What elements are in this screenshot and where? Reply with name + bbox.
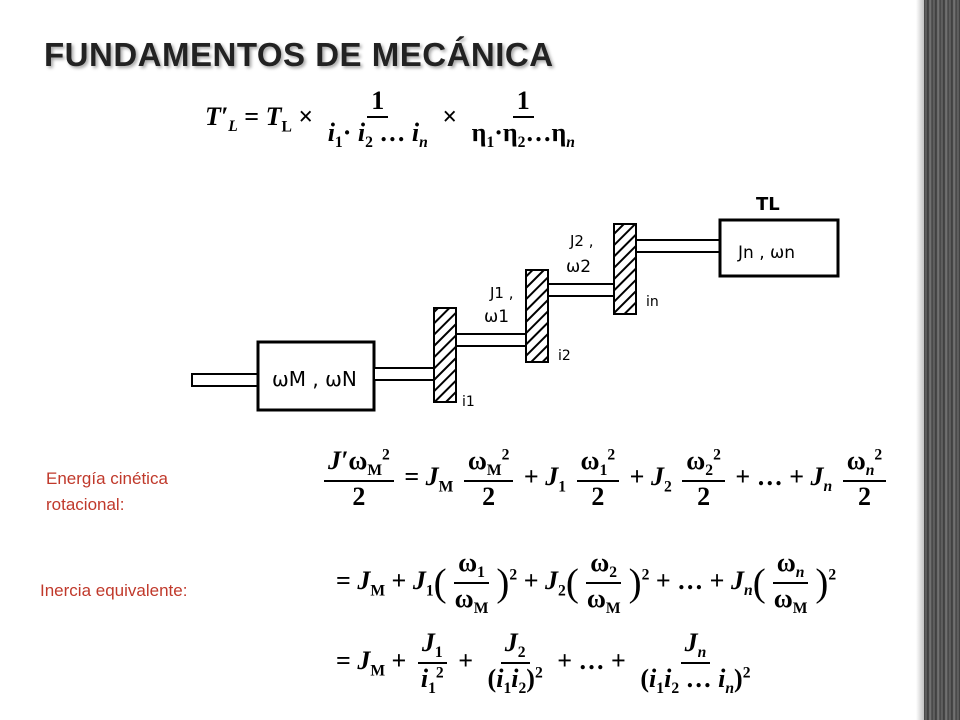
- shaft-2: [547, 283, 615, 297]
- shaft-1-j-label: J1 ,: [489, 284, 514, 302]
- gear-1-label: i1: [462, 394, 475, 410]
- kinetic-energy-label: Energía cinética rotacional:: [46, 469, 168, 514]
- shaft-1: [455, 333, 527, 347]
- equivalent-inertia-label: Inercia equivalente:: [40, 581, 188, 600]
- shaft-0: [373, 367, 435, 381]
- shaft-2-w-label: ω2: [566, 257, 591, 277]
- gear-n-label: in: [646, 294, 659, 310]
- gear-1: [433, 307, 457, 403]
- motor-shaft: [191, 373, 259, 387]
- slide-title: FUNDAMENTOS DE MECÁNICA: [44, 36, 554, 73]
- gear-2: [525, 269, 549, 363]
- load-box: [718, 218, 840, 278]
- gear-train-diagram: ωM , ωN i1 J1 , ω1 i2 J2 , ω2 in Jn , ωn…: [191, 194, 840, 412]
- gear-2-label: i2: [558, 348, 571, 364]
- load-label: Jn , ωn: [737, 243, 795, 263]
- shaft-2-j-label: J2 ,: [569, 232, 594, 250]
- shaft-n: [635, 239, 721, 253]
- load-torque-label: TL: [756, 194, 780, 215]
- motor-label: ωM , ωN: [272, 367, 357, 391]
- decorative-side-border: [916, 0, 960, 720]
- shaft-1-w-label: ω1: [484, 307, 509, 327]
- gear-n: [613, 223, 637, 315]
- motor-box: [256, 340, 376, 412]
